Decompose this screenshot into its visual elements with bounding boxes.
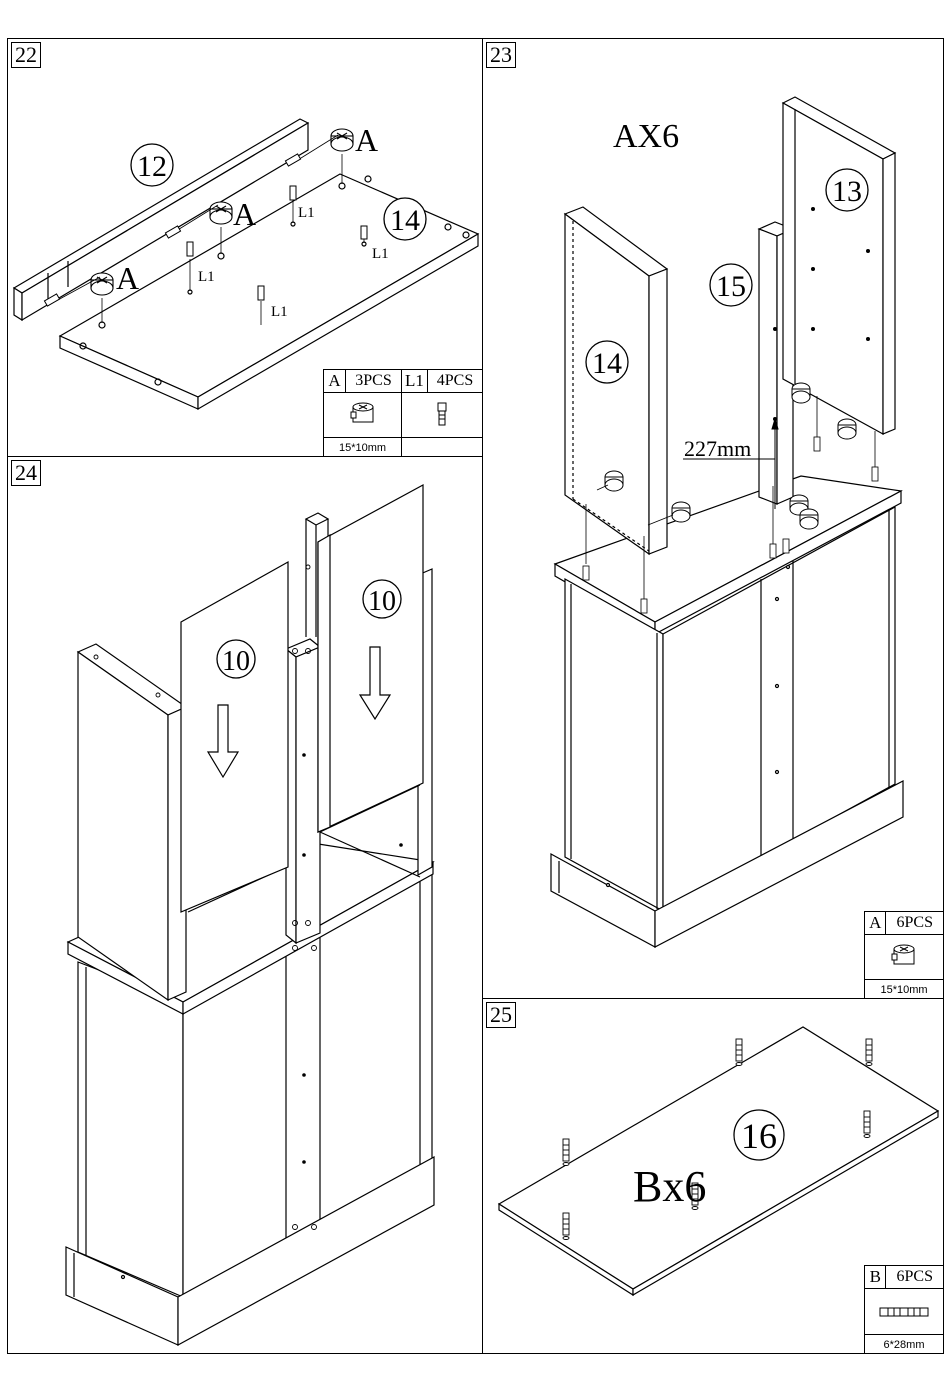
fastener-l1-label: L1 [298,205,315,221]
step-number: 22 [11,42,41,68]
fastener-l1-label: L1 [271,304,288,320]
part-12-label: 12 [137,150,167,183]
part-size [402,438,482,457]
part-qty: 4PCS [428,370,482,392]
step-23-panel: 23 [482,38,944,999]
part-13-label: 13 [832,175,862,208]
callout-bx6: Bx6 [633,1162,706,1211]
part-code: L1 [402,370,428,392]
fastener-l1-label: L1 [372,246,389,262]
part-qty: 6PCS [886,912,943,934]
parts-table: A 6PCS 15*10mm [864,911,944,999]
step-25-panel: 25 16 Bx6 B [482,998,944,1354]
part-size: 15*10mm [865,980,943,999]
part-15-label: 15 [716,270,746,303]
part-10-label: 10 [368,586,396,617]
part-size: 6*28mm [865,1335,943,1354]
cam-lock-icon [324,393,402,437]
fastener-l1-label: L1 [198,269,215,285]
step-24-labels: 10 10 [8,457,483,1354]
part-code: A [324,370,346,392]
part-16-label: 16 [741,1116,777,1156]
wooden-dowel-icon [865,1289,943,1334]
part-14-label: 14 [390,204,420,237]
part-10-label: 10 [222,646,250,677]
fastener-a-label: A [116,260,139,296]
part-code: B [865,1266,886,1288]
step-22-panel: 22 [7,38,483,457]
fastener-a-label: A [355,122,378,158]
cam-bolt-icon [402,393,482,437]
fastener-a-label: A [233,196,256,232]
part-size: 15*10mm [324,438,402,457]
step-number: 24 [11,460,41,486]
step-24-panel: 24 [7,456,483,1354]
part-qty: 6PCS [886,1266,943,1288]
parts-table: B 6PCS 6*28mm [864,1265,944,1354]
step-23-labels: AX6 13 14 15 227mm [483,39,944,999]
part-code: A [865,912,886,934]
parts-table: A 3PCS L1 4PCS 15*10mm [323,369,483,457]
dimension-label: 227mm [684,436,751,461]
step-number: 23 [486,42,516,68]
callout-ax6: AX6 [613,118,679,155]
part-qty: 3PCS [346,370,402,392]
part-14-label: 14 [592,347,622,380]
cam-lock-icon [865,935,943,979]
step-number: 25 [486,1002,516,1028]
